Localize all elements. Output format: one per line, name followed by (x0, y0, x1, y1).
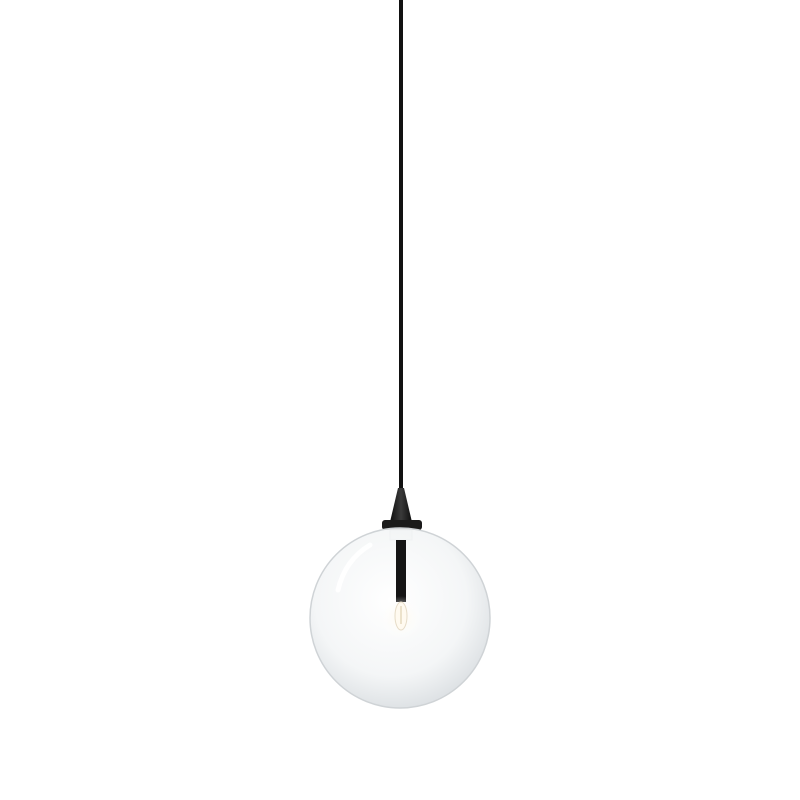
cord (399, 0, 403, 492)
cord-connector (390, 488, 412, 522)
globe-cap (382, 520, 422, 530)
bulb-socket (396, 540, 406, 602)
globe-highlight (335, 542, 373, 593)
